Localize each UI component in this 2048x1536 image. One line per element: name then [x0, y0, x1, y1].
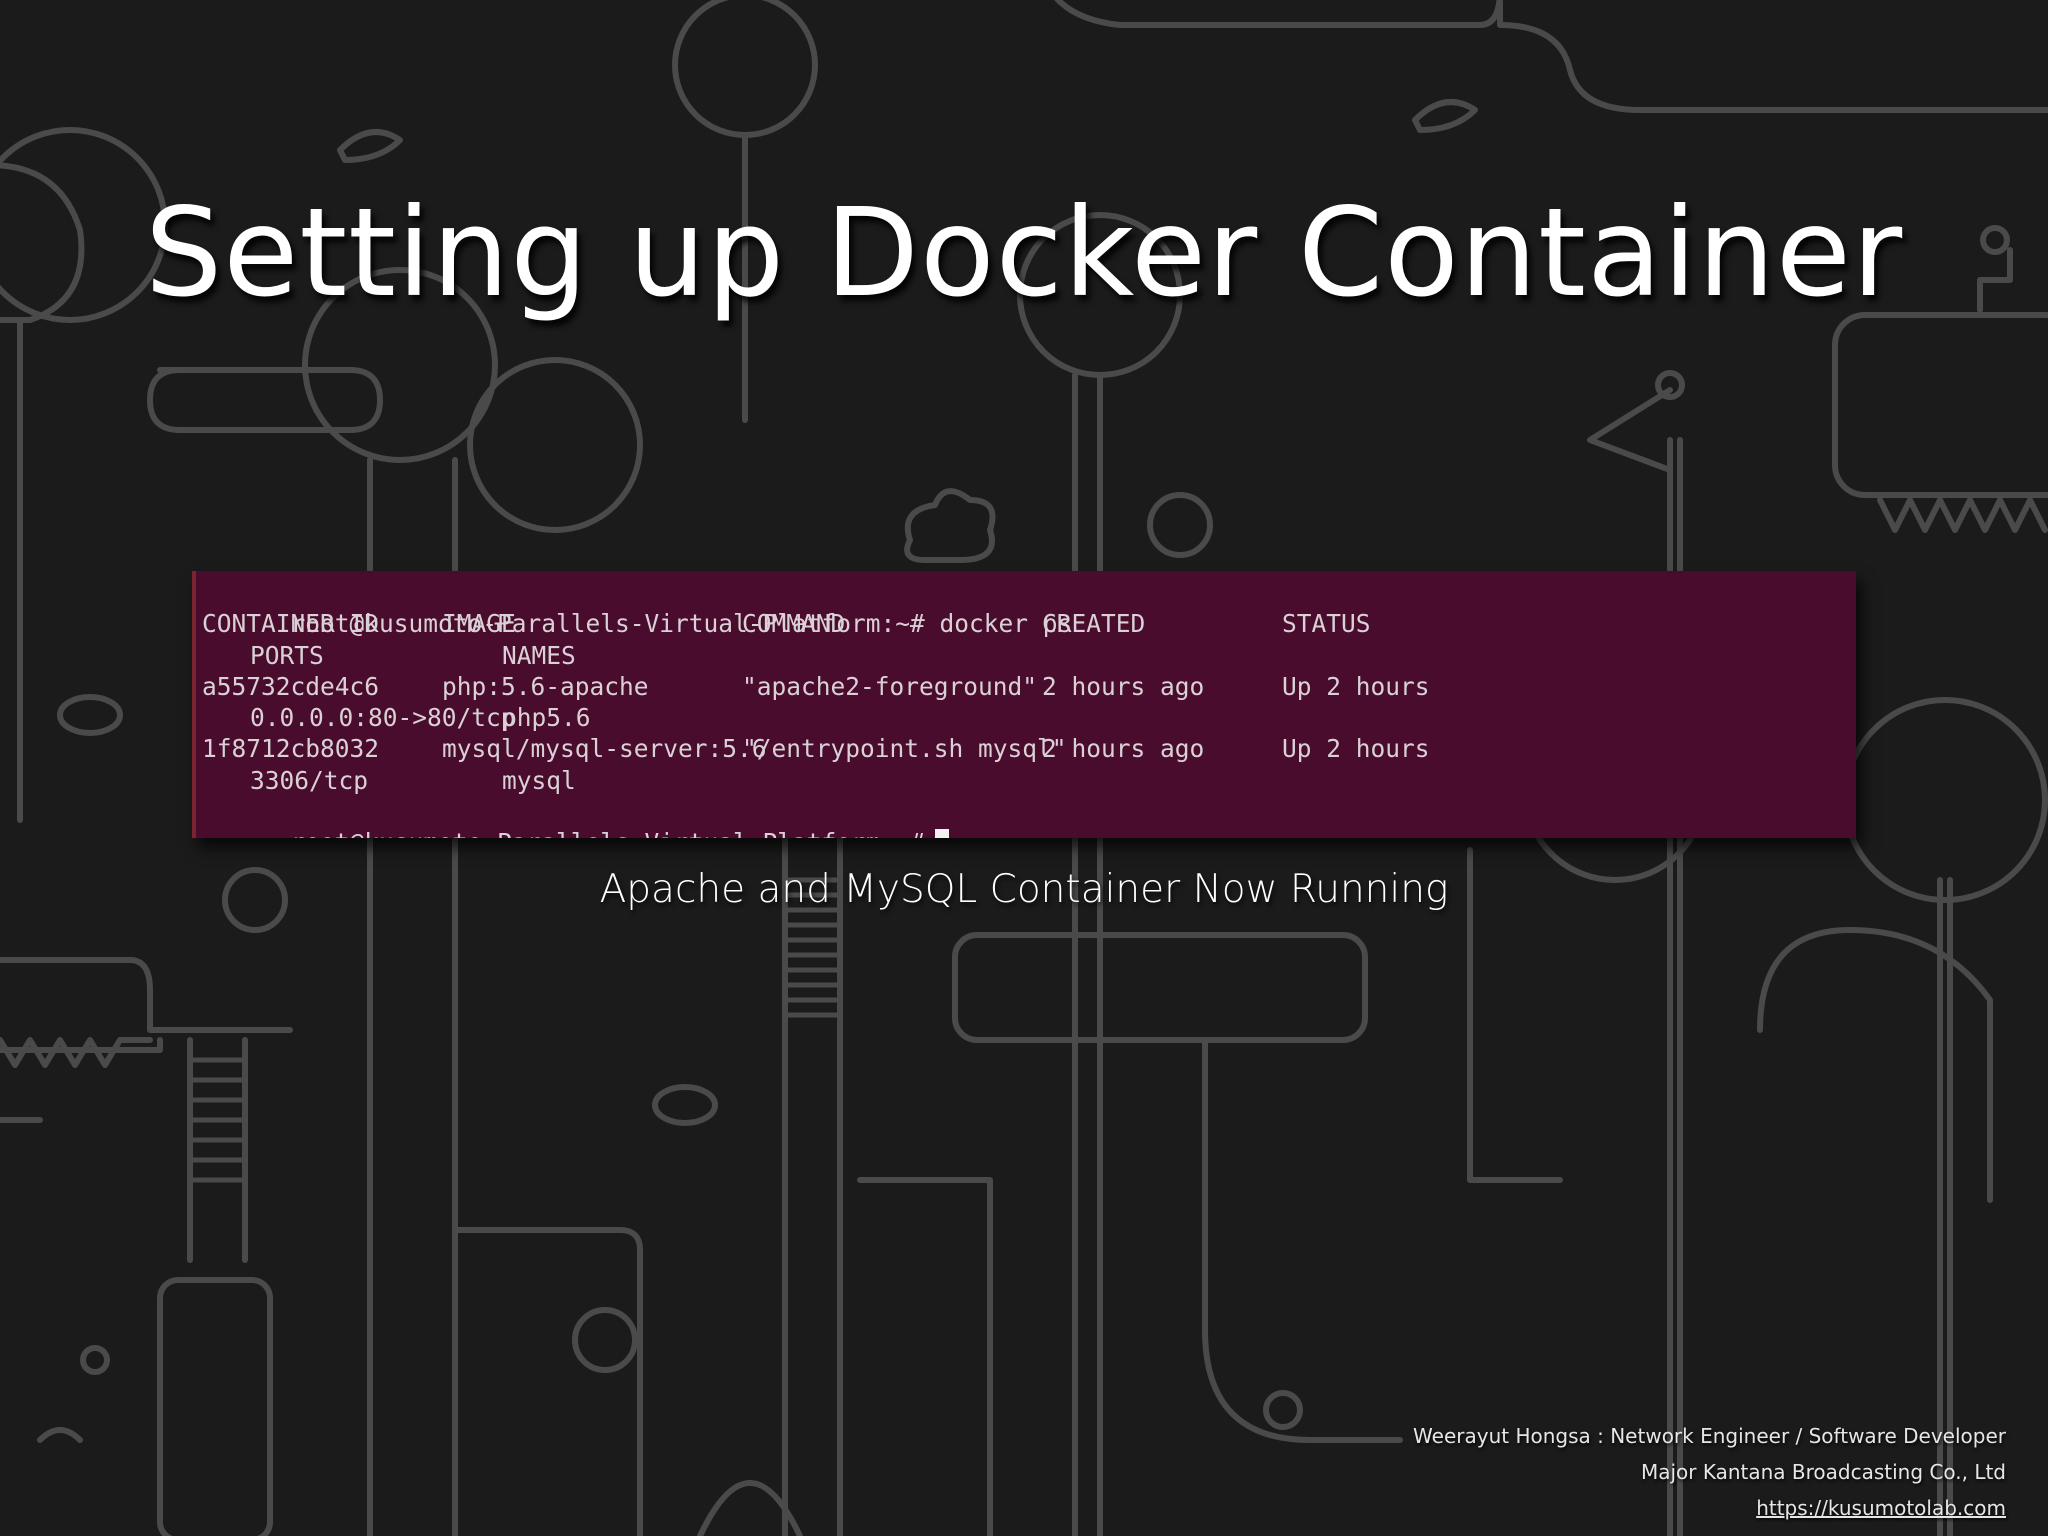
terminal-cursor: [934, 829, 949, 838]
table-header-row-wrap: PORTS NAMES: [202, 640, 1856, 671]
row-ports: 0.0.0.0:80->80/tcp: [250, 703, 516, 733]
row-status: Up 2 hours: [1282, 671, 1430, 701]
table-row: 1f8712cb8032 mysql/mysql-server:5.6 "/en…: [202, 733, 1856, 764]
header-container-id: CONTAINER ID: [202, 609, 380, 639]
command-text: root@kusumoto-Parallels-Virtual-Platform…: [290, 609, 1073, 639]
slide-caption: Apache and MySQL Container Now Running: [599, 867, 1449, 912]
slide-footer: Weerayut Hongsa : Network Engineer / Sof…: [1413, 1418, 2006, 1526]
row-image: php:5.6-apache: [442, 671, 649, 701]
terminal-edge: [192, 571, 196, 838]
footer-company: Major Kantana Broadcasting Co., Ltd: [1640, 1460, 2006, 1484]
terminal-screenshot: root@kusumoto-Parallels-Virtual-Platform…: [192, 571, 1856, 838]
row-created: 2 hours ago: [1042, 671, 1205, 701]
header-names: NAMES: [502, 640, 576, 670]
footer-link[interactable]: https://kusumotolab.com: [1756, 1496, 2006, 1520]
header-command: COMMAND: [742, 609, 846, 639]
slide-title: Setting up Docker Container: [144, 182, 1904, 324]
table-row: a55732cde4c6 php:5.6-apache "apache2-for…: [202, 671, 1856, 702]
row-status: Up 2 hours: [1282, 734, 1430, 764]
row-container-id: 1f8712cb8032: [202, 734, 380, 764]
table-row-wrap: 3306/tcp mysql: [202, 765, 1856, 796]
row-container-id: a55732cde4c6: [202, 671, 380, 701]
header-image: IMAGE: [442, 609, 516, 639]
header-created: CREATED: [1042, 609, 1146, 639]
footer-author: Weerayut Hongsa : Network Engineer / Sof…: [1413, 1424, 2006, 1448]
row-command: "apache2-foreground": [742, 671, 1038, 701]
row-image: mysql/mysql-server:5.6: [442, 734, 767, 764]
terminal-prompt-line: root@kusumoto-Parallels-Virtual-Platform…: [202, 796, 1856, 838]
row-names: php5.6: [502, 703, 591, 733]
header-ports: PORTS: [250, 640, 324, 670]
table-row-wrap: 0.0.0.0:80->80/tcp php5.6: [202, 702, 1856, 733]
header-status: STATUS: [1282, 609, 1371, 639]
row-command: "/entrypoint.sh mysql": [742, 734, 1067, 764]
row-created: 2 hours ago: [1042, 734, 1205, 764]
prompt-text: root@kusumoto-Parallels-Virtual-Platform…: [291, 828, 925, 838]
row-names: mysql: [502, 765, 576, 795]
terminal-command-line: root@kusumoto-Parallels-Virtual-Platform…: [202, 577, 1856, 638]
row-ports: 3306/tcp: [250, 765, 369, 795]
table-header-row: CONTAINER ID IMAGE COMMAND CREATED STATU…: [202, 608, 1856, 639]
